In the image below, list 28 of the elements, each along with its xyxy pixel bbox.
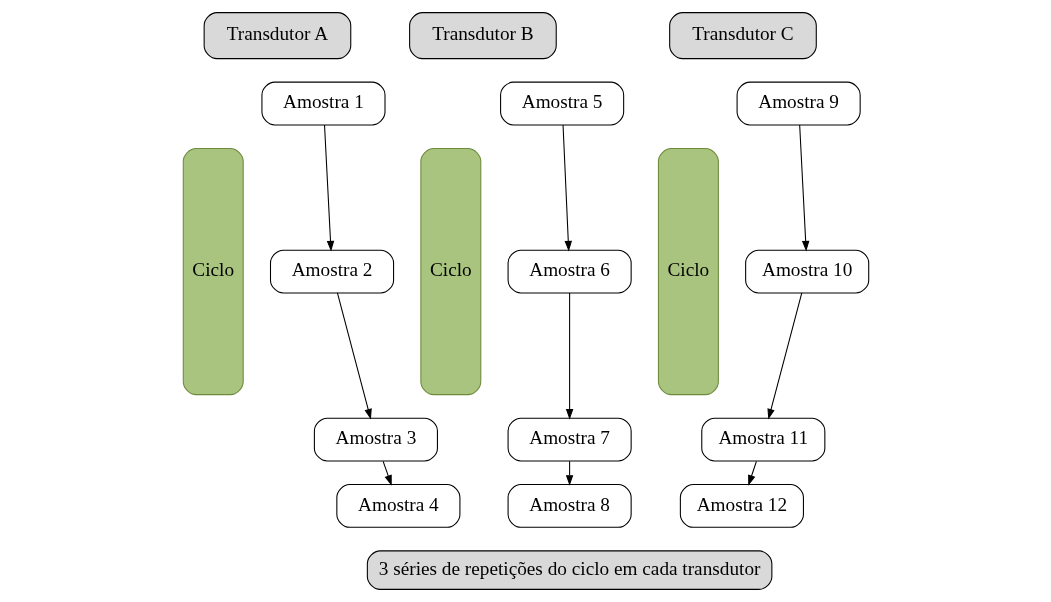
- node-box: 3 séries de repetições do ciclo em cada transdutor: [366, 550, 772, 590]
- node-box: Amostra 1: [260, 81, 386, 126]
- node-box: Amostra 8: [507, 484, 632, 528]
- arrow: [565, 460, 573, 486]
- node-box: Transdutor A: [203, 12, 351, 60]
- node-box: Amostra 7: [507, 417, 632, 462]
- node-box: Amostra 3: [313, 417, 438, 462]
- node-box: Amostra 9: [736, 81, 861, 126]
- node-box: Amostra 2: [269, 249, 394, 294]
- arrow: [336, 292, 372, 420]
- arrow: [323, 124, 334, 252]
- node-box: Transdutor C: [668, 12, 817, 60]
- node-box: Amostra 10: [744, 249, 869, 294]
- arrow: [747, 460, 757, 486]
- node-box: Ciclo: [419, 147, 481, 396]
- node-box: Amostra 11: [700, 417, 825, 462]
- arrow: [382, 460, 392, 486]
- node-box: Amostra 5: [499, 81, 624, 126]
- node-box: Amostra 12: [679, 484, 804, 528]
- arrow: [562, 124, 572, 252]
- arrow: [766, 292, 802, 420]
- node-box: Ciclo: [657, 147, 719, 396]
- node-box: Transdutor B: [408, 12, 557, 60]
- node-box: Amostra 6: [507, 249, 632, 294]
- arrow: [798, 124, 809, 252]
- arrow: [565, 292, 573, 420]
- node-box: Ciclo: [182, 147, 244, 396]
- node-box: Amostra 4: [335, 484, 460, 528]
